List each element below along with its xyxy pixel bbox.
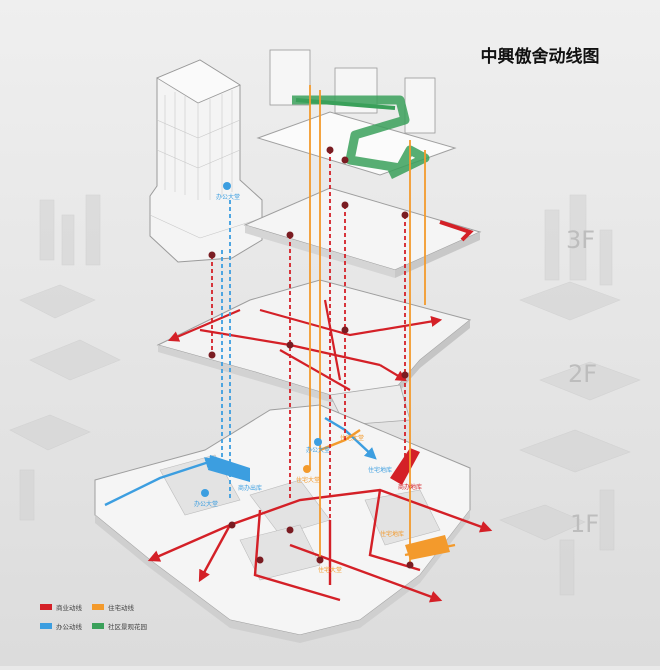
legend-label-2: 办公动线 bbox=[56, 622, 83, 631]
legend-label-1: 住宅动线 bbox=[108, 603, 135, 612]
roof-garden-layer bbox=[256, 49, 457, 180]
residence-hall-b-label: 住宅大堂 bbox=[296, 476, 320, 484]
commercial-entry-arrow bbox=[390, 448, 420, 485]
markers bbox=[208, 146, 414, 569]
page-title: 中興傲舍动线图 bbox=[481, 46, 600, 67]
floor-3f-label: 3F bbox=[566, 226, 595, 254]
office-entry-arrow bbox=[208, 455, 250, 482]
legend-swatch-3 bbox=[92, 623, 104, 629]
legend-swatch-0 bbox=[40, 604, 52, 610]
office-tower: 办公大堂 bbox=[149, 59, 263, 263]
floor-2f-layer: 2F bbox=[156, 279, 597, 426]
floor-2f-label: 2F bbox=[568, 360, 597, 388]
residence-garage-entry-label: 住宅地库 bbox=[380, 530, 404, 538]
office-entrance-label: 商办出库 bbox=[238, 484, 262, 492]
vertical-connectors bbox=[211, 85, 426, 565]
legend-swatch-1 bbox=[92, 604, 104, 610]
city-background bbox=[9, 194, 641, 596]
office-hall-1f-label: 办公大堂 bbox=[194, 500, 218, 508]
commercial-garage-label: 商办地库 bbox=[398, 483, 422, 491]
office-hall-tower-label: 办公大堂 bbox=[216, 193, 240, 201]
floor-1f-labels: 办公大堂 商办出库 办公大堂 住宅大堂 住宅大堂 住宅地库 商办地库 住宅地库 … bbox=[194, 434, 422, 574]
floor-1f-layer: 1F bbox=[94, 404, 599, 643]
residence-hall-c-label: 住宅大堂 bbox=[318, 566, 342, 574]
residence-entry-arrow bbox=[405, 535, 450, 560]
residence-garage-label: 住宅地库 bbox=[368, 466, 392, 474]
legend-label-3: 社区景观花园 bbox=[108, 622, 147, 631]
office-lobby-mid-label: 办公大堂 bbox=[306, 446, 330, 454]
legend-label-0: 商业动线 bbox=[56, 603, 83, 612]
residence-hall-a-label: 住宅大堂 bbox=[340, 434, 364, 442]
floor-1f-label: 1F bbox=[570, 510, 599, 538]
legend-swatch-2 bbox=[40, 623, 52, 629]
office-hall-tower-icon bbox=[223, 182, 231, 190]
